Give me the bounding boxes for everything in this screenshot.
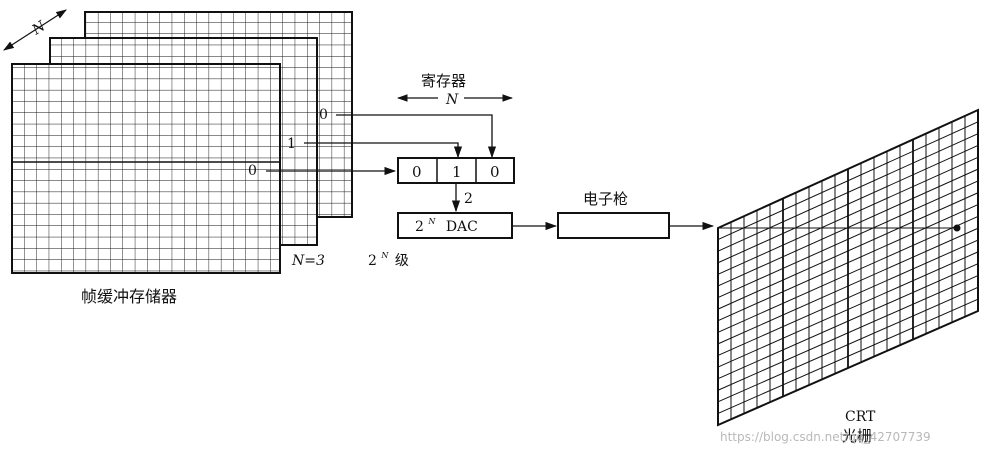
levels-base: 2	[368, 253, 377, 269]
dac-label: DAC	[446, 219, 478, 235]
register-title: 寄存器	[421, 72, 466, 90]
buffer-plane-1	[11, 63, 281, 274]
line-value-label: 2	[464, 191, 473, 207]
electron-gun-label: 电子枪	[583, 190, 628, 208]
dac-base: 2	[415, 219, 424, 235]
depth-label: N	[29, 18, 49, 39]
watermark: https://blog.csdn.net/qq_42707739	[720, 430, 931, 444]
frame-buffer-planes	[11, 11, 353, 274]
register-bit-1: 1	[452, 163, 462, 181]
crt-raster	[717, 108, 979, 427]
n-equals-label: N=3	[291, 253, 325, 269]
raster-label: 光栅	[842, 427, 872, 445]
register-width-label: N	[445, 92, 459, 108]
dac-sup: N	[427, 217, 436, 226]
bit-lines	[266, 114, 497, 176]
svg-text:2 N DAC: 2 N DAC	[415, 212, 478, 235]
bit-input-plane-1: 0	[248, 163, 257, 179]
levels-sup: N	[380, 251, 389, 260]
svg-text:2 N 级: 2 N 级	[368, 246, 409, 269]
crt-label: CRT	[845, 409, 876, 425]
dac-box: 2 N DAC	[397, 212, 513, 239]
electron-gun: 电子枪	[557, 190, 670, 239]
register-bit-0: 0	[412, 163, 422, 181]
beam-spot	[953, 224, 961, 232]
register: 寄存器 N 0 1 0	[396, 72, 515, 184]
register-bit-2: 0	[490, 163, 500, 181]
frame-buffer-caption: 帧缓冲存储器	[81, 287, 177, 306]
bit-input-plane-3: 0	[319, 107, 328, 123]
levels-suffix: 级	[395, 253, 409, 269]
bit-input-plane-2: 1	[287, 136, 296, 152]
